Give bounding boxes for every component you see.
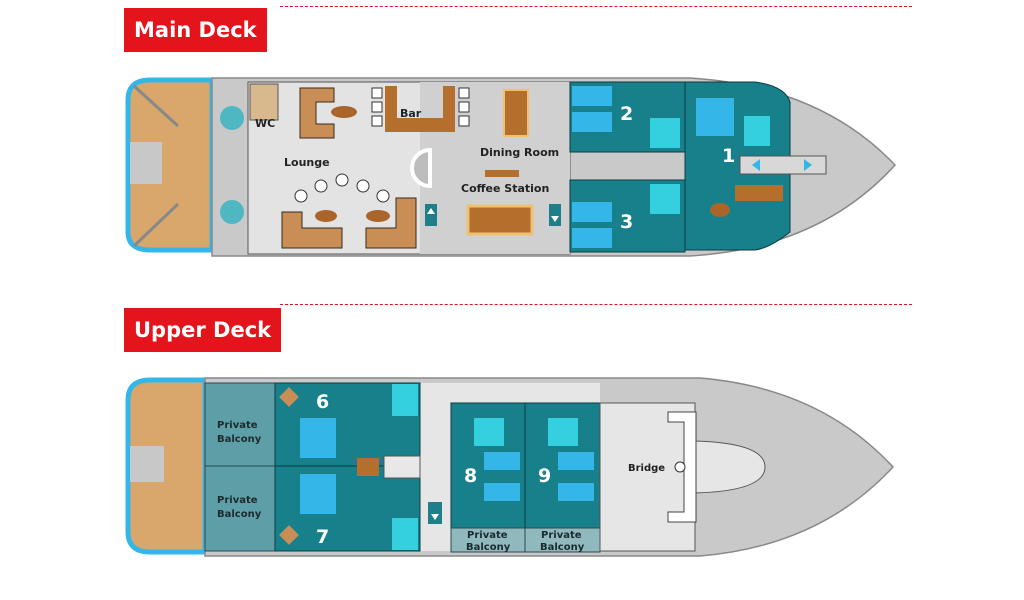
stool — [356, 179, 370, 193]
stern-hatch — [130, 142, 162, 184]
stern-swim-platform — [125, 77, 215, 253]
upper-deck-title: Upper Deck — [124, 308, 282, 352]
stair-down-icon — [549, 204, 561, 226]
bridge-console — [667, 411, 697, 523]
balcony-label: Private — [217, 420, 258, 431]
stool — [314, 179, 328, 193]
main-deck-title: Main Deck — [124, 8, 267, 52]
shower — [650, 184, 680, 214]
spiral-stair-icon — [220, 106, 244, 130]
dining-room-label: Dining Room — [480, 146, 559, 159]
bed — [300, 474, 336, 514]
bar-counter — [385, 86, 455, 132]
main-deck-plan: WC Lounge Bar Dining Room — [125, 77, 897, 257]
sofa — [735, 185, 783, 201]
bar-stool — [371, 87, 383, 99]
bed — [484, 483, 520, 501]
sofa — [281, 211, 343, 249]
cabin-number-1: 1 — [722, 145, 735, 167]
davit — [132, 202, 180, 248]
stern-hatch — [130, 446, 164, 482]
bed — [558, 483, 594, 501]
wc-room — [249, 83, 279, 121]
cabin-number-2: 2 — [620, 103, 633, 125]
shower — [744, 116, 770, 146]
cabin-number-6: 6 — [316, 391, 329, 413]
shower — [548, 418, 578, 446]
lounge-label: Lounge — [284, 156, 330, 169]
coffee-station-counter — [485, 170, 519, 177]
dining-table — [466, 204, 534, 236]
sofa — [365, 197, 417, 249]
stairs — [383, 455, 421, 479]
bed — [572, 112, 612, 132]
shower — [650, 118, 680, 148]
wc-label: WC — [255, 117, 275, 130]
stool — [335, 173, 349, 187]
balcony-label: Balcony — [540, 542, 585, 553]
bar-label: Bar — [400, 107, 422, 120]
private-balcony-6 — [204, 382, 276, 467]
chair — [279, 387, 299, 407]
bed — [572, 86, 612, 106]
private-balcony-8 — [450, 527, 526, 553]
balcony-label: Private — [541, 530, 582, 541]
helm-wheel-icon — [674, 461, 686, 473]
shower — [392, 518, 418, 550]
bed — [558, 452, 594, 470]
balcony-label: Balcony — [466, 542, 511, 553]
bar-stool — [371, 101, 383, 113]
coffee-table — [331, 106, 357, 118]
davit — [132, 84, 180, 128]
balcony-label: Balcony — [217, 509, 262, 520]
bed — [696, 98, 734, 136]
sofa — [299, 87, 335, 139]
stool — [376, 189, 390, 203]
private-balcony-7 — [204, 465, 276, 552]
balcony-label: Private — [467, 530, 508, 541]
cabin-number-9: 9 — [538, 465, 551, 487]
bar-stool — [371, 115, 383, 127]
cabin-number-7: 7 — [316, 526, 329, 548]
balcony-label: Private — [217, 495, 258, 506]
stair-down-icon — [428, 502, 442, 524]
table — [710, 203, 730, 217]
dining-table — [503, 89, 529, 137]
upper-deck-plan: Private Balcony Private Balcony 6 7 8 9 … — [125, 377, 895, 557]
desk — [357, 458, 379, 476]
shower — [474, 418, 504, 446]
bar-stool — [458, 101, 470, 113]
private-balcony-9 — [524, 527, 601, 553]
stair-up-icon — [425, 204, 437, 226]
cabin-number-3: 3 — [620, 211, 633, 233]
main-deck-divider — [280, 6, 912, 7]
bridge-room — [599, 402, 766, 552]
bar-stool — [458, 115, 470, 127]
balcony-label: Balcony — [217, 434, 262, 445]
bar-stool — [458, 87, 470, 99]
mast — [410, 147, 432, 189]
bed — [572, 202, 612, 222]
bed — [484, 452, 520, 470]
cabin-number-8: 8 — [464, 465, 477, 487]
stern-sundeck — [125, 377, 208, 555]
chair — [279, 525, 299, 545]
shower — [392, 384, 418, 416]
bed — [300, 418, 336, 458]
upper-deck-divider — [280, 304, 912, 305]
coffee-table — [366, 210, 390, 222]
stool — [294, 189, 308, 203]
bed — [572, 228, 612, 248]
bridge-label: Bridge — [628, 463, 665, 474]
coffee-station-label: Coffee Station — [461, 182, 549, 195]
coffee-table — [315, 210, 337, 222]
spiral-stair-icon — [220, 200, 244, 224]
